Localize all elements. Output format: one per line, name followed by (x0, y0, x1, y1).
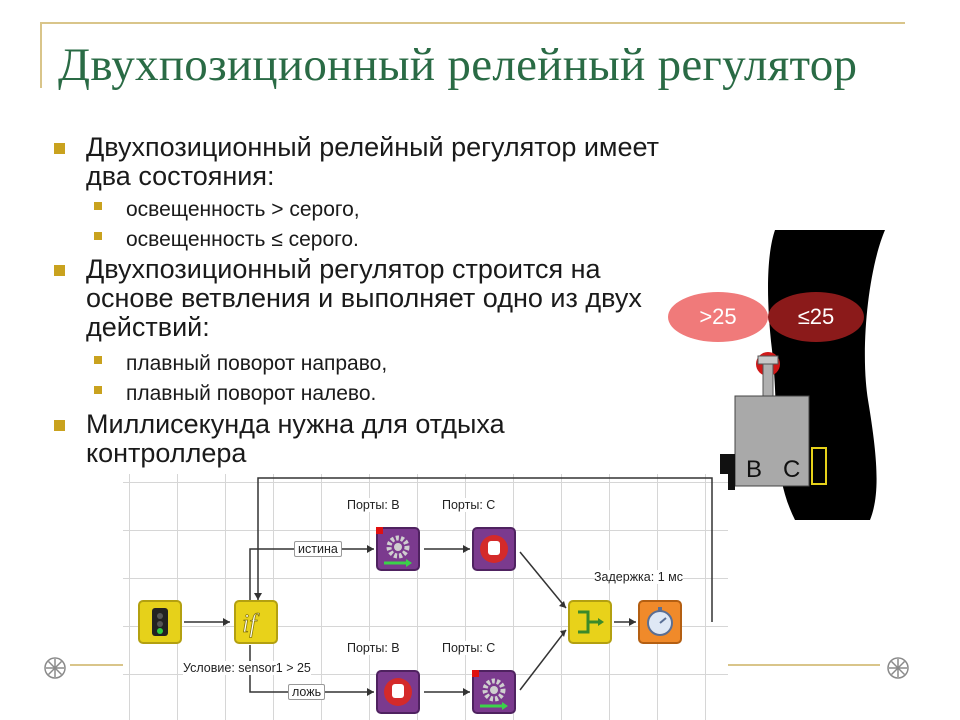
bullet-1-text: Двухпозиционный релейный регулятор имеет… (86, 132, 659, 191)
bullet-2-sub-1: плавный поворот направо, (126, 352, 388, 375)
bullet-marker (54, 143, 65, 154)
motor-block-top-left (376, 527, 420, 571)
bottom-right-port-label: Порты: C (442, 641, 496, 655)
port-indicator-icon (376, 527, 383, 534)
condition-label: Условие: sensor1 > 25 (183, 661, 311, 675)
bullet-1-sub-1: освещенность > серого, (126, 198, 360, 221)
if-block: if (234, 600, 278, 644)
sub-bullet-marker (94, 356, 102, 364)
port-indicator-icon (472, 670, 479, 677)
port-c-label: C (783, 456, 801, 483)
stop-hand-icon (480, 535, 508, 563)
stopwatch-icon (647, 607, 673, 636)
traffic-light-icon (152, 608, 168, 636)
program-diagram (123, 474, 728, 720)
bullet-1-sub-2: освещенность ≤ серого. (126, 228, 359, 251)
bullet-3-text: Миллисекунда нужна для отдыха контроллер… (86, 409, 505, 468)
motor-block-bottom-right (472, 670, 516, 714)
top-left-port-label: Порты: B (347, 498, 400, 512)
rosette-right-icon (887, 657, 909, 679)
stop-hand-icon (384, 678, 412, 706)
bullet-2-text: Двухпозиционный регулятор строится на ос… (86, 254, 642, 342)
sub-bullet-marker (94, 386, 102, 394)
bottom-left-port-label: Порты: B (347, 641, 400, 655)
frame-left-line (40, 22, 42, 88)
zone-below-label: ≤25 (797, 304, 835, 329)
merge-block (568, 600, 612, 644)
start-block (138, 600, 182, 644)
svg-text:if: if (242, 609, 260, 638)
top-right-port-label: Порты: C (442, 498, 496, 512)
bullet-marker (54, 420, 65, 431)
zone-above-label: >25 (699, 304, 737, 329)
merge-icon (578, 610, 604, 634)
port-b-label: B (746, 456, 763, 483)
motor-block-bottom-left (376, 670, 420, 714)
bullet-marker (54, 265, 65, 276)
gear-icon (480, 678, 508, 710)
rosette-left-icon (44, 657, 66, 679)
motor-block-top-right (472, 527, 516, 571)
robot-icon (720, 352, 827, 490)
zone-above-threshold: >25 (668, 292, 768, 342)
sub-bullet-marker (94, 202, 102, 210)
frame-top-line (40, 22, 905, 24)
false-branch-label: ложь (288, 684, 326, 700)
gear-icon (384, 535, 412, 567)
if-icon: if (242, 609, 261, 639)
zone-below-threshold: ≤25 (768, 292, 864, 342)
sub-bullet-marker (94, 232, 102, 240)
delay-label: Задержка: 1 мс (594, 570, 683, 584)
delay-block (638, 600, 682, 644)
bullet-2-sub-2: плавный поворот налево. (126, 382, 377, 405)
slide-title: Двухпозиционный релейный регулятор (58, 39, 858, 91)
true-branch-label: истина (294, 541, 342, 557)
